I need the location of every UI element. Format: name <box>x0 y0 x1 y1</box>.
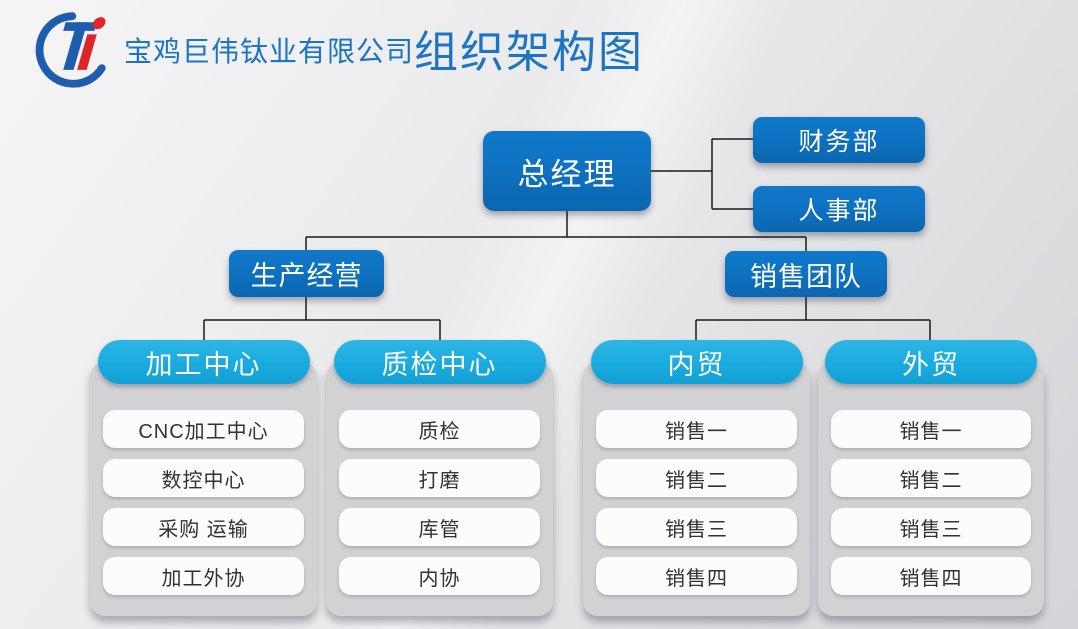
column-item: 库管 <box>339 508 540 546</box>
column-item: 加工外协 <box>103 557 304 595</box>
column-item: CNC加工中心 <box>103 410 304 448</box>
column-body: 销售一 销售二 销售三 销售四 <box>583 362 810 616</box>
column-item: 销售三 <box>831 508 1031 546</box>
node-general-manager: 总经理 <box>483 131 651 211</box>
company-name: 宝鸡巨伟钛业有限公司 <box>124 36 415 67</box>
column-foreign-trade: 销售一 销售二 销售三 销售四 外贸 <box>818 340 1044 616</box>
company-logo-icon <box>35 12 106 88</box>
node-finance-dept: 财务部 <box>753 117 925 163</box>
column-body: 质检 打磨 库管 内协 <box>326 362 553 616</box>
column-item: 销售一 <box>596 410 797 448</box>
column-quality-center: 质检 打磨 库管 内协 质检中心 <box>326 340 553 616</box>
column-processing-center: CNC加工中心 数控中心 采购 运输 加工外协 加工中心 <box>90 340 317 616</box>
column-item: 采购 运输 <box>103 508 304 546</box>
node-production-division: 生产经营 <box>229 250 384 297</box>
column-item: 销售二 <box>596 459 797 497</box>
column-header: 外贸 <box>825 340 1037 384</box>
column-header: 内贸 <box>590 340 803 384</box>
column-item: 质检 <box>339 410 540 448</box>
column-item: 销售四 <box>596 557 797 595</box>
column-item: 数控中心 <box>103 459 304 497</box>
column-item: 销售三 <box>596 508 797 546</box>
column-header: 加工中心 <box>97 340 310 384</box>
column-item: 销售二 <box>831 459 1031 497</box>
column-domestic-trade: 销售一 销售二 销售三 销售四 内贸 <box>583 340 810 616</box>
column-body: 销售一 销售二 销售三 销售四 <box>818 362 1044 616</box>
page-title: 组织架构图 <box>414 28 645 77</box>
column-item: 销售四 <box>831 557 1031 595</box>
column-header: 质检中心 <box>333 340 546 384</box>
node-sales-division: 销售团队 <box>725 251 887 297</box>
column-item: 打磨 <box>339 459 540 497</box>
page-header: 宝鸡巨伟钛业有限公司 组织架构图 <box>24 10 644 90</box>
column-body: CNC加工中心 数控中心 采购 运输 加工外协 <box>90 362 317 616</box>
column-item: 销售一 <box>831 410 1031 448</box>
node-hr-dept: 人事部 <box>753 186 925 232</box>
column-item: 内协 <box>339 557 540 595</box>
